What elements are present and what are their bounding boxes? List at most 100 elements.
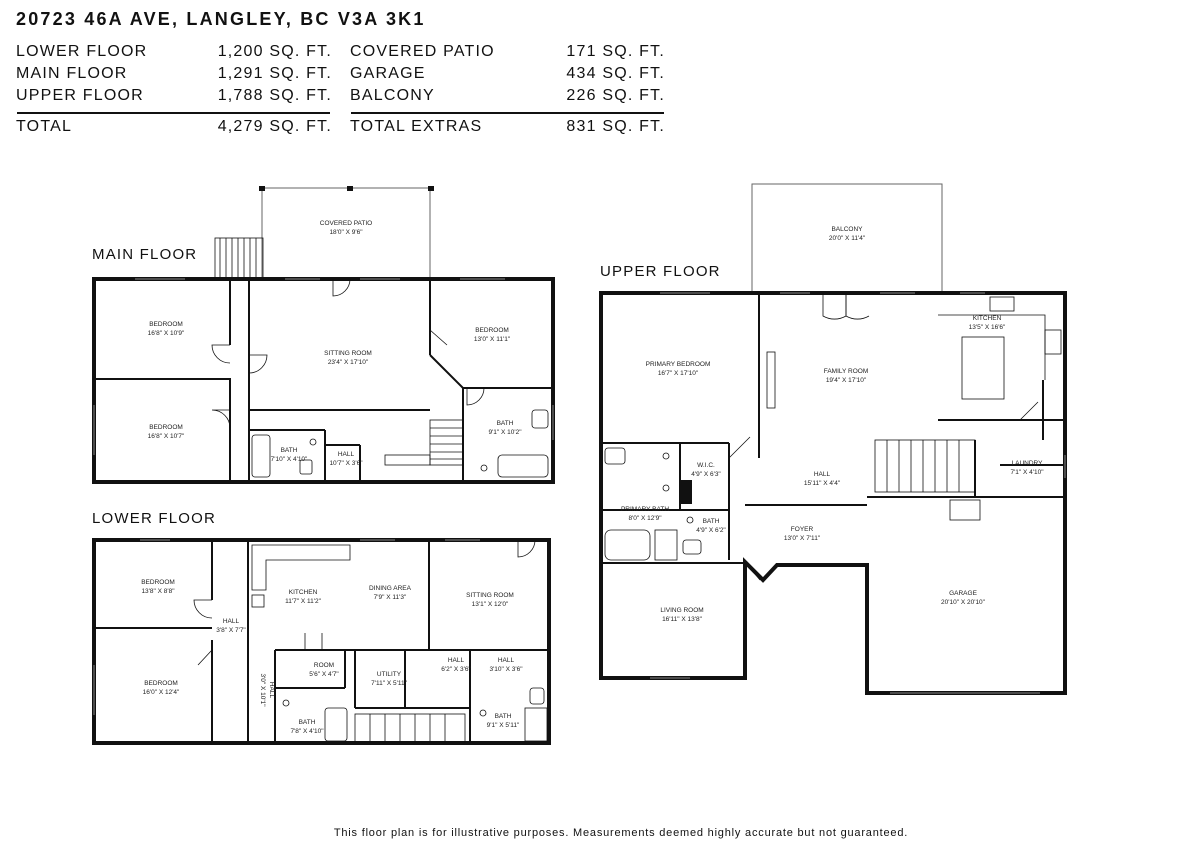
summary-value-total-extras: 831 SQ. FT.: [566, 118, 665, 135]
room-name: BEDROOM: [149, 424, 183, 431]
summary-value-upper-floor: 1,788 SQ. FT.: [217, 87, 332, 104]
room-dims: 16'8" X 10'7": [148, 433, 185, 440]
upper-floor-windows: [650, 292, 1066, 694]
room-dims: 11'7" X 11'2": [285, 598, 321, 605]
main-floor-outer-wall: [92, 277, 555, 484]
room-name: GARAGE: [949, 590, 977, 597]
summary-divider-left: [17, 112, 330, 114]
patio-post: [428, 186, 434, 191]
room-dims: 13'0" X 7'11": [784, 535, 821, 542]
summary-value-total: 4,279 SQ. FT.: [217, 118, 332, 135]
lower-floor-interior-walls: [94, 540, 549, 743]
room-dims: 19'4" X 17'10": [826, 377, 867, 384]
room-dims: 13'0" X 11'1": [474, 336, 511, 343]
room-dims: 16'0" X 12'4": [143, 689, 180, 696]
upper-floor-labels: BALCONY 20'0" X 11'4" KITCHEN 13'5" X 16…: [621, 226, 1044, 623]
room-name: HALL: [268, 682, 275, 699]
upper-floor-title: UPPER FLOOR: [600, 263, 721, 280]
main-floor-doors: [211, 278, 485, 429]
main-floor-interior-walls: [94, 279, 553, 482]
room-name: DINING AREA: [369, 585, 412, 592]
room-dims: 7'11" X 5'11": [371, 680, 407, 687]
room-name: HALL: [448, 657, 465, 664]
room-dims: 20'0" X 11'4": [829, 235, 866, 242]
room-dims: 15'11" X 4'4": [804, 480, 841, 487]
room-dims: 5'6" X 4'7": [309, 671, 339, 678]
main-floor-windows: [93, 278, 554, 455]
property-address: 20723 46A AVE, LANGLEY, BC V3A 3K1: [16, 9, 426, 29]
room-name: FOYER: [791, 526, 814, 533]
main-exterior-stairs: [214, 237, 264, 279]
lower-floor-doors: [193, 539, 536, 666]
room-dims: 20'10" X 20'10": [941, 599, 986, 606]
summary-label-total: TOTAL: [16, 118, 73, 135]
room-name: BATH: [497, 420, 514, 427]
room-name: LAUNDRY: [1012, 460, 1044, 467]
room-dims: 16'7" X 17'10": [658, 370, 699, 377]
summary-label-total-extras: TOTAL EXTRAS: [350, 118, 483, 135]
room-name: BEDROOM: [144, 680, 178, 687]
lower-floor-outer-wall: [92, 538, 551, 745]
room-name: HALL: [223, 618, 240, 625]
room-name: BATH: [703, 518, 720, 525]
upper-stairs: [874, 439, 976, 493]
room-dims: 4'9" X 6'3": [691, 471, 721, 478]
upper-floor-plan: [599, 183, 1067, 695]
lower-floor-plan: [92, 538, 551, 745]
lower-stairs: [354, 713, 466, 743]
room-dims: 4'9" X 6'2": [696, 527, 726, 534]
room-name: ROOM: [314, 662, 334, 669]
upper-column: [680, 480, 692, 504]
room-dims: 13'1" X 12'0": [472, 601, 509, 608]
summary-label-lower-floor: LOWER FLOOR: [16, 43, 148, 60]
patio-post: [259, 186, 265, 191]
summary-label-covered-patio: COVERED PATIO: [350, 43, 495, 60]
room-name: KITCHEN: [289, 589, 318, 596]
main-floor-labels: COVERED PATIO 18'0" X 9'6" BEDROOM 16'8"…: [148, 220, 523, 467]
main-floor-fixtures: [251, 409, 549, 478]
upper-floor-outer-wall: [599, 291, 1067, 695]
main-floor-plan: [92, 186, 555, 484]
summary-value-covered-patio: 171 SQ. FT.: [566, 43, 665, 60]
room-dims: 16'8" X 10'9": [148, 330, 185, 337]
room-name: PRIMARY BATH: [621, 506, 669, 513]
summary-label-balcony: BALCONY: [350, 87, 435, 104]
upper-floor-doors: [728, 293, 1039, 581]
room-dims: 8'0" X 12'9": [628, 515, 662, 522]
summary-label-main-floor: MAIN FLOOR: [16, 65, 128, 82]
room-dims: 16'11" X 13'8": [662, 616, 703, 623]
summary-divider-right: [351, 112, 664, 114]
lower-floor-labels: BEDROOM 13'8" X 8'8" KITCHEN 11'7" X 11'…: [141, 579, 523, 735]
room-dims: 7'1" X 4'10": [1010, 469, 1044, 476]
room-name: BEDROOM: [141, 579, 175, 586]
patio-post: [347, 186, 353, 191]
room-dims: 9'1" X 5'11": [487, 722, 520, 729]
room-name: HALL: [498, 657, 515, 664]
room-dims: 13'8" X 8'8": [141, 588, 175, 595]
room-name: BATH: [299, 719, 316, 726]
summary-value-lower-floor: 1,200 SQ. FT.: [217, 43, 332, 60]
room-dims: 7'9" X 11'3": [374, 594, 407, 601]
summary-value-balcony: 226 SQ. FT.: [566, 87, 665, 104]
room-dims: 10'7" X 3'6": [329, 460, 363, 467]
upper-floor-fixtures: [604, 296, 1062, 561]
room-name: FAMILY ROOM: [824, 368, 869, 375]
room-name: UTILITY: [377, 671, 402, 678]
room-dims: 3'10" X 3'6": [489, 666, 523, 673]
room-name: W.I.C.: [697, 462, 715, 469]
room-name: COVERED PATIO: [320, 220, 373, 227]
room-name: BATH: [281, 447, 298, 454]
room-dims: 18'0" X 9'6": [329, 229, 363, 236]
summary-value-main-floor: 1,291 SQ. FT.: [217, 65, 332, 82]
room-name: KITCHEN: [973, 315, 1002, 322]
room-name: PRIMARY BEDROOM: [646, 361, 711, 368]
room-name: BEDROOM: [475, 327, 509, 334]
room-name: BALCONY: [831, 226, 863, 233]
room-dims: 7'10" X 4'10": [271, 456, 308, 463]
room-name: SITTING ROOM: [466, 592, 514, 599]
main-floor-title: MAIN FLOOR: [92, 246, 198, 263]
room-dims: 3'8" X 7'7": [216, 627, 246, 634]
room-dims: 23'4" X 17'10": [328, 359, 369, 366]
room-name: LIVING ROOM: [660, 607, 703, 614]
